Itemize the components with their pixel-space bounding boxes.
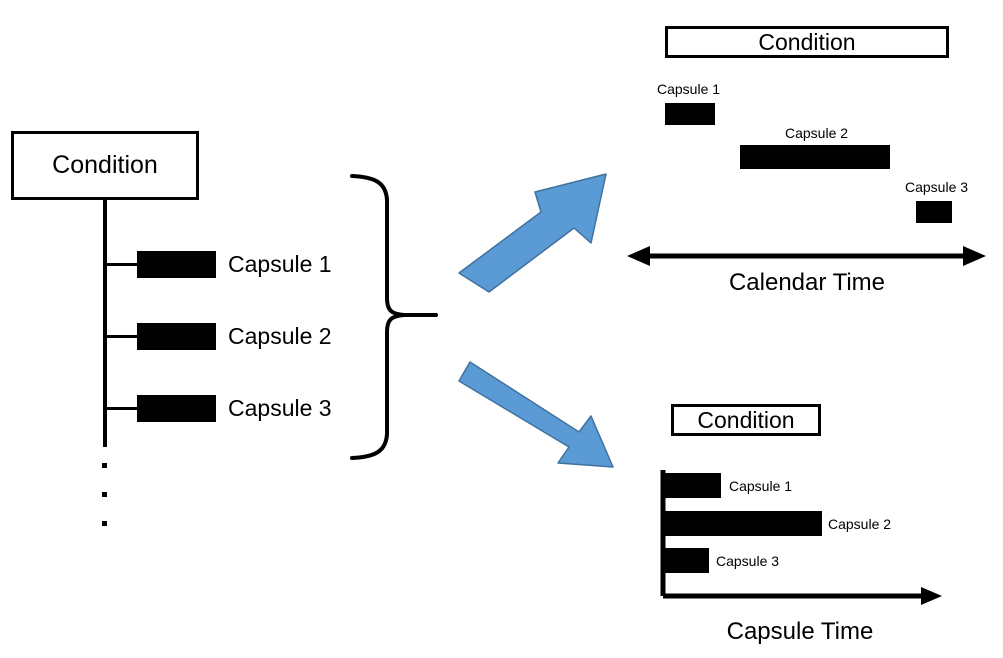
- capsule-label-capsule-1: Capsule 1: [729, 478, 793, 494]
- tree-branch-capsule-3: [105, 407, 141, 410]
- condition-box-capsule-label: Condition: [697, 406, 795, 433]
- capsule-bar-capsule-1: [663, 473, 721, 498]
- calendar-label-capsule-1: Capsule 1: [657, 81, 721, 97]
- calendar-label-capsule-2: Capsule 2: [785, 125, 849, 141]
- tree-bar-capsule-3: [137, 395, 216, 422]
- capsule-label-capsule-3: Capsule 3: [716, 553, 780, 569]
- tree-label-capsule-1: Capsule 1: [228, 251, 332, 277]
- tree-bar-capsule-1: [137, 251, 216, 278]
- tree-trunk: [103, 200, 107, 447]
- ellipsis-dot-1: [102, 463, 107, 468]
- ellipsis-dot-3: [102, 521, 107, 526]
- calendar-bar-capsule-3: [916, 201, 952, 223]
- condition-box-source: Condition: [11, 131, 199, 200]
- tree-bar-capsule-2: [137, 323, 216, 350]
- tree-label-capsule-3: Capsule 3: [228, 395, 332, 421]
- ellipsis-dot-2: [102, 492, 107, 497]
- condition-box-calendar: Condition: [665, 26, 949, 58]
- condition-box-capsule: Condition: [671, 404, 821, 436]
- capsule-bar-capsule-3: [663, 548, 709, 573]
- arrow-down-right-icon: [458, 361, 614, 468]
- arrow-up-right-icon: [458, 173, 607, 293]
- condition-box-calendar-label: Condition: [758, 28, 856, 55]
- calendar-time-axis: [627, 246, 986, 266]
- condition-box-source-label: Condition: [52, 151, 158, 179]
- calendar-label-capsule-3: Capsule 3: [905, 179, 969, 195]
- calendar-axis-title: Calendar Time: [728, 269, 886, 296]
- tree-branch-capsule-2: [105, 335, 141, 338]
- capsule-bar-capsule-2: [663, 511, 822, 536]
- right-curly-brace-icon: [350, 174, 438, 460]
- tree-label-capsule-2: Capsule 2: [228, 323, 332, 349]
- capsule-label-capsule-2: Capsule 2: [828, 516, 892, 532]
- tree-branch-capsule-1: [105, 263, 141, 266]
- capsule-axis-title: Capsule Time: [726, 618, 874, 645]
- calendar-bar-capsule-1: [665, 103, 715, 125]
- calendar-bar-capsule-2: [740, 145, 890, 169]
